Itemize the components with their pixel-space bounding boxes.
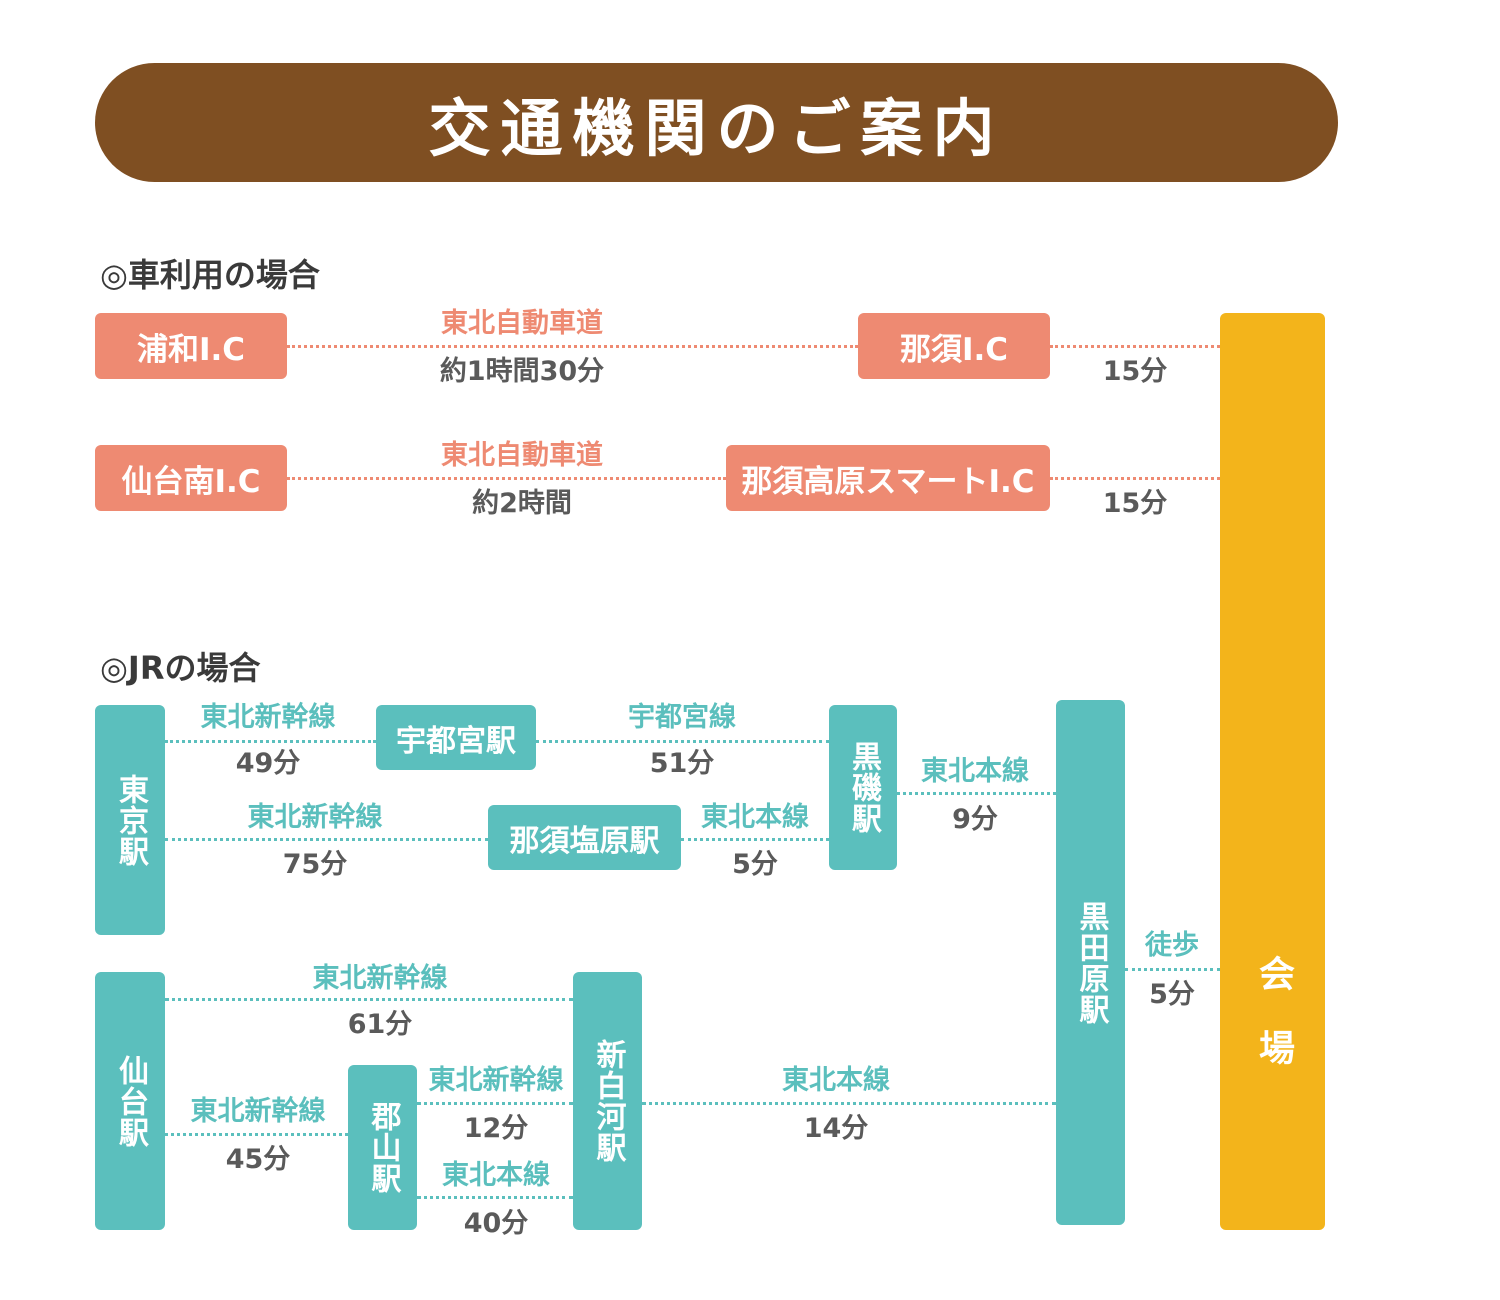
- sendai-koriyama-connector: [165, 1133, 348, 1136]
- sendai-minami-ic-box: 仙台南I.C: [95, 445, 287, 511]
- sendai-shinshirakawa-line: 東北新幹線: [312, 963, 448, 994]
- jr-section-heading: ◎JRの場合: [100, 649, 261, 687]
- urawa-road-label: 東北自動車道: [441, 308, 603, 339]
- koriyama-shinshirakawa-honsen-connector: [417, 1196, 573, 1199]
- tokyo-nasushiobara-connector: [165, 838, 488, 841]
- kuroiso-kurodahara-time: 9分: [952, 804, 998, 835]
- urawa-ic-box: 浦和I.C: [95, 313, 287, 379]
- tokyo-nasushiobara-line: 東北新幹線: [247, 802, 383, 833]
- koriyama-shinshirakawa-honsen-time: 40分: [463, 1208, 529, 1239]
- venue-label: 会場: [1253, 955, 1294, 1103]
- kuroiso-kurodahara-line: 東北本線: [921, 756, 1029, 787]
- kurodahara-venue-connector: [1125, 968, 1220, 971]
- nasukogen-smart-ic-box: 那須高原スマートI.C: [726, 445, 1050, 511]
- urawa-nasu-connector: [287, 345, 858, 348]
- shinshirakawa-station-box: 新白河駅: [573, 972, 642, 1230]
- tokyo-utsunomiya-line: 東北新幹線: [200, 702, 336, 733]
- nasukogen-exit-time: 15分: [1102, 488, 1168, 519]
- tokyo-station-box: 東京駅: [95, 705, 165, 935]
- shinshirakawa-kurodahara-time: 14分: [803, 1113, 869, 1144]
- utsunomiya-kuroiso-line: 宇都宮線: [628, 702, 736, 733]
- tokyo-utsunomiya-connector: [165, 740, 376, 743]
- sendai-shinshirakawa-connector: [165, 998, 573, 1001]
- koriyama-station-label: 郡山駅: [365, 1101, 401, 1194]
- nasu-venue-connector: [1050, 345, 1220, 348]
- tokyo-station-label: 東京駅: [113, 773, 148, 867]
- venue-box: 会場: [1220, 313, 1325, 1230]
- tokyo-nasushiobara-time: 75分: [282, 849, 348, 880]
- sendai-koriyama-line: 東北新幹線: [190, 1096, 326, 1127]
- koriyama-shinshirakawa-shinkansen-connector: [417, 1102, 573, 1105]
- nasushiobara-station-box: 那須塩原駅: [488, 805, 681, 870]
- nasu-ic-box: 那須I.C: [858, 313, 1050, 379]
- kuroiso-kurodahara-connector: [897, 792, 1056, 795]
- shinshirakawa-kurodahara-connector: [642, 1102, 1056, 1105]
- shinshirakawa-station-label: 新白河駅: [590, 1039, 626, 1163]
- koriyama-shinshirakawa-shinkansen-time: 12分: [463, 1113, 529, 1144]
- sendai-koriyama-time: 45分: [225, 1144, 291, 1175]
- koriyama-shinshirakawa-shinkansen-line: 東北新幹線: [428, 1065, 564, 1096]
- nasukogen-venue-connector: [1050, 477, 1220, 480]
- page-title: 交通機関のご案内: [428, 91, 1005, 165]
- nasushiobara-kuroiso-line: 東北本線: [701, 802, 809, 833]
- car-section-heading: ◎車利用の場合: [100, 256, 320, 294]
- sendai-station-box: 仙台駅: [95, 972, 165, 1230]
- sendai-minami-road-label: 東北自動車道: [441, 440, 603, 471]
- kurodahara-station-label: 黒田原駅: [1073, 900, 1109, 1025]
- kurodahara-venue-time: 5分: [1149, 979, 1195, 1010]
- nasushiobara-kuroiso-time: 5分: [732, 849, 778, 880]
- sendai-minami-road-time: 約2時間: [472, 488, 572, 519]
- title-banner: 交通機関のご案内: [95, 63, 1338, 182]
- utsunomiya-kuroiso-connector: [536, 740, 829, 743]
- kurodahara-venue-walk-label: 徒歩: [1145, 930, 1199, 961]
- utsunomiya-kuroiso-time: 51分: [649, 748, 715, 779]
- sendai-station-label: 仙台駅: [113, 1054, 148, 1148]
- sendai-minami-nasukogen-connector: [287, 477, 726, 480]
- nasushiobara-kuroiso-connector: [681, 838, 829, 841]
- kuroiso-station-label: 黒磯駅: [846, 741, 881, 834]
- urawa-road-time: 約1時間30分: [439, 356, 605, 387]
- kurodahara-station-box: 黒田原駅: [1056, 700, 1125, 1225]
- utsunomiya-station-box: 宇都宮駅: [376, 705, 536, 770]
- sendai-shinshirakawa-time: 61分: [347, 1009, 413, 1040]
- nasu-exit-time: 15分: [1102, 356, 1168, 387]
- shinshirakawa-kurodahara-line: 東北本線: [782, 1065, 890, 1096]
- koriyama-shinshirakawa-honsen-line: 東北本線: [442, 1160, 550, 1191]
- tokyo-utsunomiya-time: 49分: [235, 748, 301, 779]
- kuroiso-station-box: 黒磯駅: [829, 705, 897, 870]
- koriyama-station-box: 郡山駅: [348, 1065, 417, 1230]
